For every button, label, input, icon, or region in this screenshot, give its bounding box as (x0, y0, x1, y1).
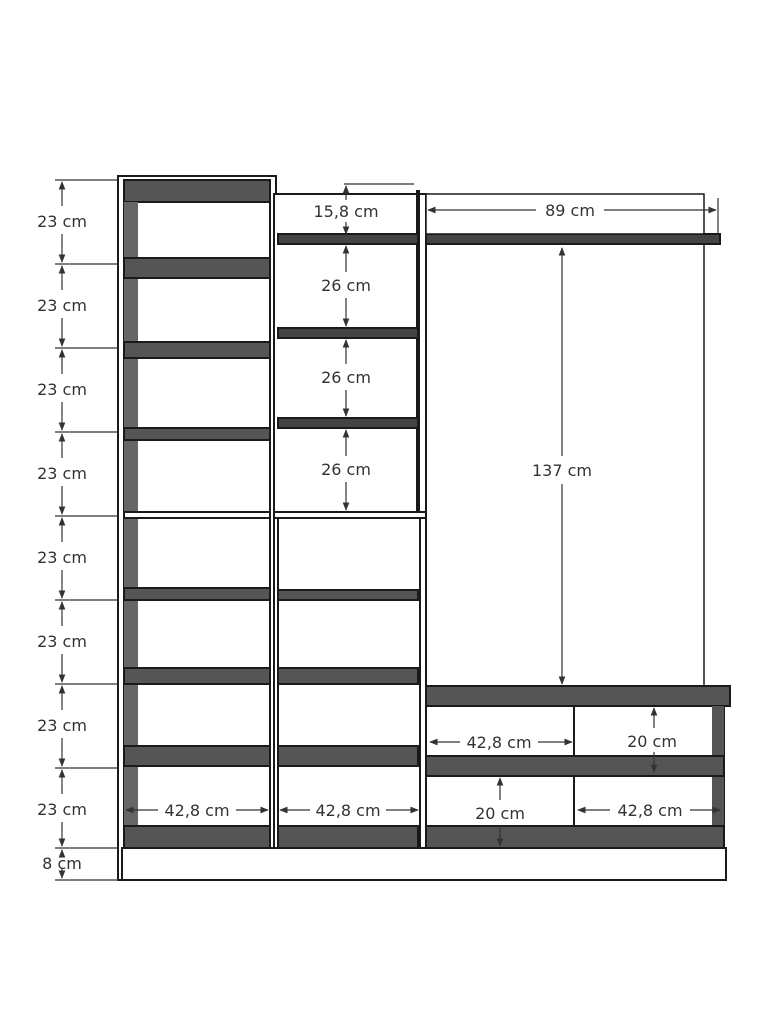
plinth (121, 847, 727, 881)
left-height-label: 23 cm (37, 212, 87, 231)
middle-shelf (273, 511, 427, 519)
cell-width-label: 42,8 cm (164, 801, 229, 820)
top-gap-label: 15,8 cm (313, 202, 378, 221)
bench-unit (425, 685, 731, 849)
top-rail-board (425, 233, 721, 245)
back-panel (425, 193, 705, 235)
middle-height-label: 26 cm (321, 460, 371, 479)
left-height-label: 23 cm (37, 632, 87, 651)
bench-cell-width-label: 42,8 cm (617, 801, 682, 820)
cell-width-label: 42,8 cm (315, 801, 380, 820)
furniture (117, 175, 731, 881)
bench-top (425, 685, 731, 707)
bench-shelf (425, 825, 725, 849)
left-tower-outer (117, 175, 277, 881)
middle-shelf (277, 417, 419, 429)
plinth-height-label: 8 cm (42, 854, 82, 873)
bench-cell-height-label: 20 cm (627, 732, 677, 751)
middle-shelf (277, 745, 419, 767)
left-height-label: 23 cm (37, 800, 87, 819)
hanging-height-label: 137 cm (532, 461, 592, 480)
left-height-label: 23 cm (37, 548, 87, 567)
left-shelf (123, 667, 271, 685)
dimension-lines (55, 179, 721, 881)
bench-shelf (425, 755, 725, 777)
left-height-label: 23 cm (37, 296, 87, 315)
middle-tower (273, 190, 427, 849)
middle-shelf (277, 667, 419, 685)
middle-shelf (277, 825, 419, 849)
left-shelf (123, 341, 271, 359)
left-height-label: 23 cm (37, 380, 87, 399)
bench-cell-height-label: 20 cm (475, 804, 525, 823)
rail-width-label: 89 cm (545, 201, 595, 220)
left-shelf (123, 825, 271, 849)
left-shelf (123, 257, 271, 279)
left-height-label: 23 cm (37, 716, 87, 735)
left-shelf (123, 511, 271, 519)
middle-shelf (277, 589, 419, 601)
middle-height-label: 26 cm (321, 368, 371, 387)
middle-shelf (277, 327, 419, 339)
left-tower-top (123, 179, 271, 203)
left-dimension-column (55, 179, 118, 881)
left-height-label: 23 cm (37, 464, 87, 483)
left-tower (117, 175, 277, 881)
left-shelf (123, 587, 271, 601)
left-shelf (123, 427, 271, 441)
bench-cell-width-label: 42,8 cm (466, 733, 531, 752)
left-shelf (123, 745, 271, 767)
middle-tower-outer (273, 193, 427, 849)
dimension-labels: 23 cm 23 cm 23 cm 23 cm 23 cm 23 cm 23 c… (37, 201, 682, 873)
middle-shelf (277, 233, 419, 245)
middle-height-label: 26 cm (321, 276, 371, 295)
